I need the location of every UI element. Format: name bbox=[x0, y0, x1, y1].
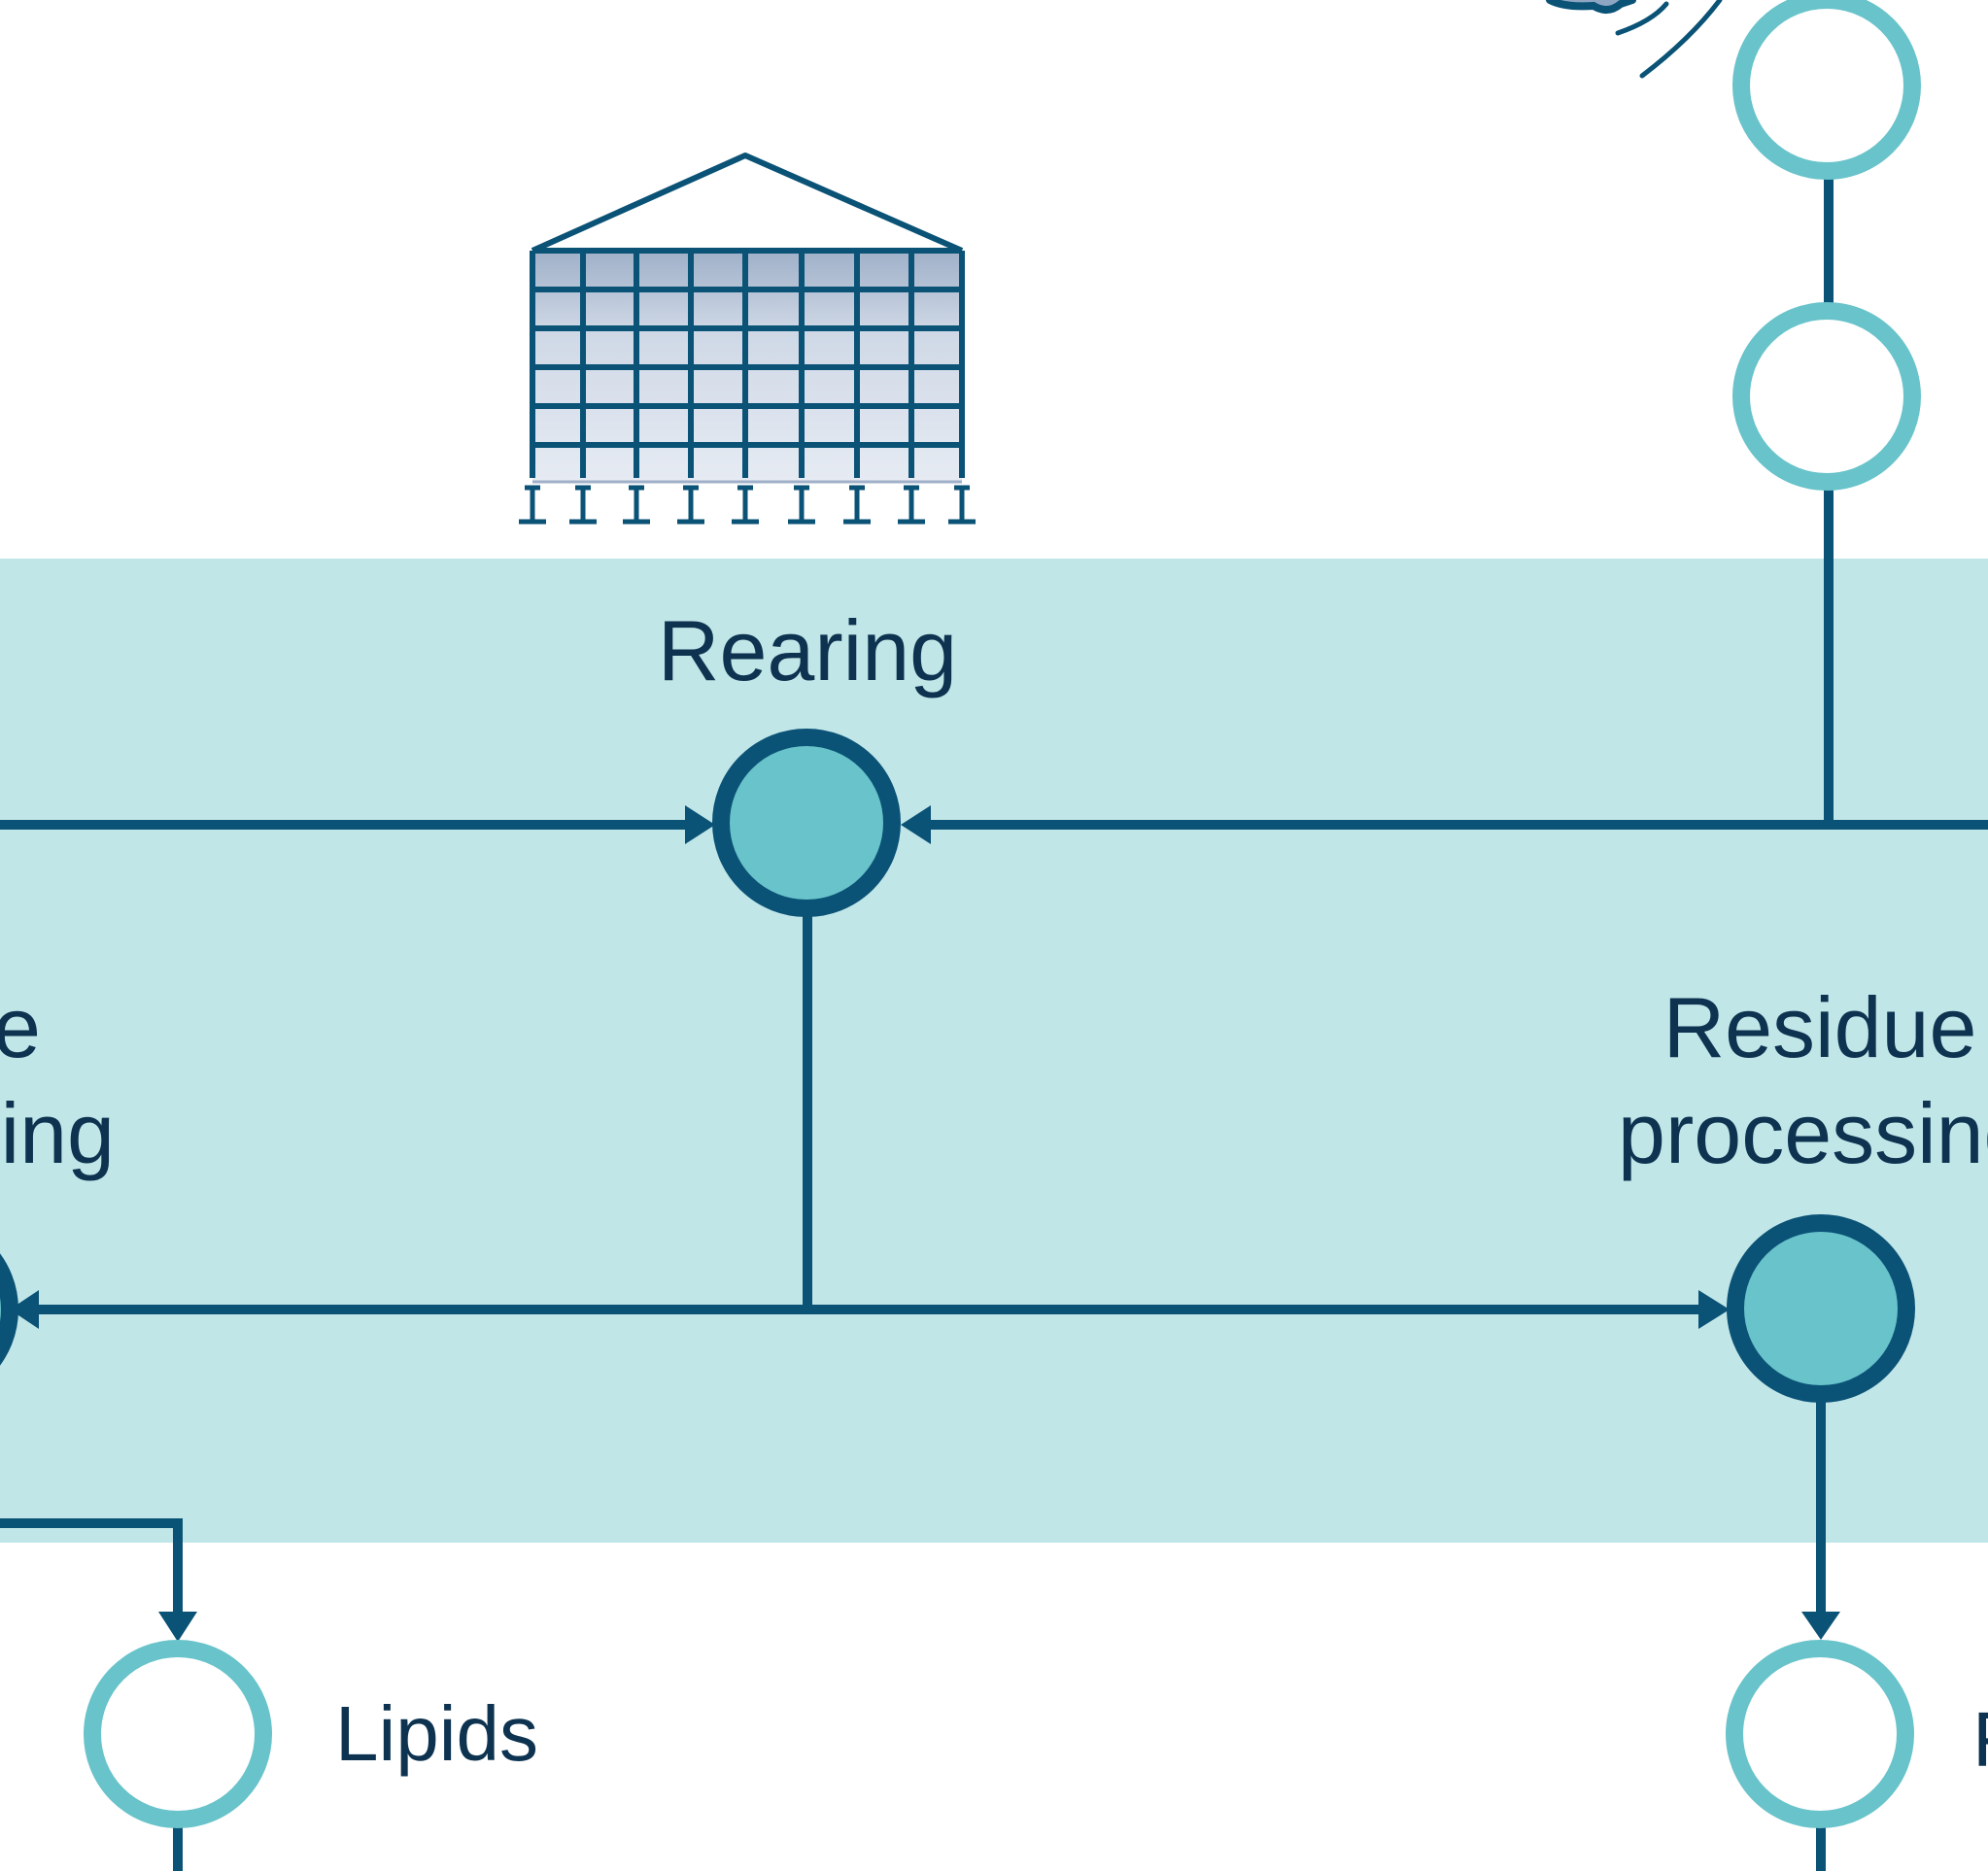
output-node-lipids bbox=[84, 1640, 272, 1828]
arrow-into-rearing-left bbox=[685, 805, 715, 844]
output-node-right-bottom bbox=[1726, 1640, 1914, 1828]
label-rearing: Rearing bbox=[658, 602, 957, 698]
building-foot bbox=[948, 485, 976, 525]
arrow-into-left-node bbox=[10, 1290, 39, 1329]
insect-icon bbox=[1546, 0, 1723, 79]
label-left-fragment-line1: e bbox=[0, 979, 41, 1075]
connector-lipids-elbow bbox=[0, 1518, 183, 1613]
building-foot bbox=[788, 485, 815, 525]
arrow-into-lipids bbox=[158, 1612, 197, 1642]
process-node-rearing bbox=[712, 729, 901, 917]
building-foot bbox=[623, 485, 650, 525]
arrow-into-residue bbox=[1698, 1290, 1730, 1329]
process-node-residue-processing bbox=[1727, 1214, 1915, 1403]
building-foot bbox=[843, 485, 871, 525]
building-foot bbox=[898, 485, 925, 525]
process-node-left-partial bbox=[0, 1253, 18, 1366]
building-foot bbox=[732, 485, 759, 525]
building-foot bbox=[569, 485, 597, 525]
building-foot bbox=[677, 485, 704, 525]
label-right-output-fragment: F bbox=[1972, 1696, 1988, 1783]
output-node-top-1 bbox=[1732, 0, 1921, 180]
arrowheads bbox=[10, 805, 1840, 1642]
label-left-fragment-line2: sing bbox=[0, 1085, 115, 1181]
label-residue-line2: processing bbox=[1618, 1085, 1988, 1181]
rearing-facility-icon bbox=[519, 153, 976, 525]
building-foot bbox=[519, 485, 546, 525]
arrow-into-rearing-right bbox=[901, 805, 931, 844]
process-band bbox=[0, 559, 1988, 1543]
label-lipids: Lipids bbox=[335, 1690, 538, 1777]
connectors bbox=[0, 173, 1988, 1871]
label-residue-line1: Residue bbox=[1663, 979, 1977, 1075]
output-node-top-2 bbox=[1732, 302, 1921, 491]
arrow-into-right-output bbox=[1801, 1612, 1840, 1640]
